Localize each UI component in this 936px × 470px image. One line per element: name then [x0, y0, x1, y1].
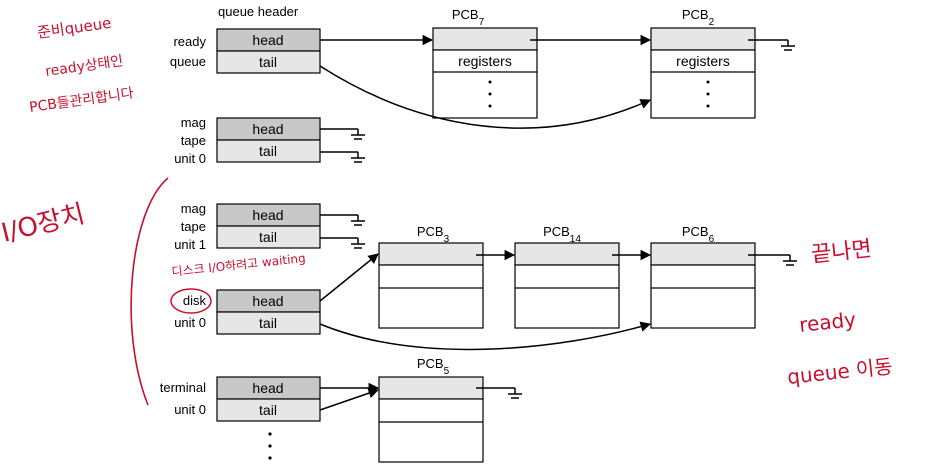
pcb-pointer-cell — [514, 242, 620, 266]
disk-note: 디스크 I/O하려고 waiting — [171, 251, 306, 279]
tail-cell — [216, 311, 321, 335]
head-label: head — [252, 207, 283, 223]
queue-label: unit 1 — [174, 237, 206, 252]
tail-label: tail — [259, 229, 277, 245]
ready-note-line2: ready상태인 — [44, 53, 124, 80]
pcb-pointer-cell — [378, 376, 484, 400]
pcb-body — [378, 398, 484, 463]
end-note-line3: queue 이동 — [786, 354, 894, 389]
pcb-3: PCB3 — [378, 224, 484, 329]
queue-label: unit 0 — [174, 315, 206, 330]
registers-label: registers — [458, 53, 512, 69]
ready-note-line3: PCB들관리합니다 — [28, 85, 134, 115]
queue-label: mag — [181, 201, 206, 216]
tail-label: tail — [259, 143, 277, 159]
head-label: head — [252, 380, 283, 396]
ground-icon — [476, 387, 522, 399]
arrow-terminal-tail-to-pcb5 — [319, 388, 379, 411]
queue-label: queue — [170, 54, 206, 69]
pointer-arrows — [319, 34, 652, 411]
ready-note-line1: 준비queue — [36, 14, 112, 42]
more-queues-dots — [268, 432, 272, 460]
tail-label: tail — [259, 402, 277, 418]
queue-label: unit 0 — [174, 151, 206, 166]
pcb-body — [650, 264, 756, 329]
tail-cell — [216, 139, 321, 163]
pcb-6: PCB6 — [650, 224, 756, 329]
pcb-label: PCB6 — [682, 224, 715, 245]
arrow-disk-head-to-pcb3 — [319, 253, 379, 302]
mag-tape-1-queue: mag tape unit 1 head tail — [174, 201, 321, 252]
mag-tape-0-queue: mag tape unit 0 head tail — [174, 115, 321, 166]
pcb-label: PCB2 — [682, 7, 715, 28]
queue-label: unit 0 — [174, 402, 206, 417]
queue-label: mag — [181, 115, 206, 130]
pcb-label: PCB5 — [417, 356, 450, 377]
pcb-label: PCB14 — [543, 224, 581, 245]
arrow-disk-tail-to-pcb6 — [319, 321, 652, 351]
pcb-pointer-cell — [650, 242, 756, 266]
null-pointers — [320, 39, 797, 399]
queue-label: tape — [181, 219, 206, 234]
tail-cell — [216, 50, 321, 74]
pcb-7: PCB7 registers — [432, 7, 538, 119]
ground-icon — [320, 214, 365, 226]
tail-label: tail — [259, 54, 277, 70]
pcb-body — [514, 264, 620, 329]
ground-icon — [320, 151, 365, 163]
arrow-ready-tail-to-pcb2 — [319, 65, 651, 129]
ground-icon — [320, 128, 365, 140]
pcb-pointer-cell — [650, 27, 756, 51]
pcb-2: PCB2 registers — [650, 7, 756, 119]
pcb-body — [650, 49, 756, 119]
terminal-queue: terminal unit 0 head tail — [160, 376, 321, 422]
queue-label: disk — [183, 293, 207, 308]
disk-circle — [170, 288, 212, 314]
ground-icon — [320, 237, 365, 249]
head-label: head — [252, 121, 283, 137]
column-header: queue header — [218, 4, 299, 19]
registers-label: registers — [676, 53, 730, 69]
pcb-body — [432, 49, 538, 119]
pcb-14: PCB14 — [514, 224, 620, 329]
ready-queue: ready queue head tail — [170, 28, 321, 74]
pcb-label: PCB7 — [452, 7, 485, 28]
ground-icon — [748, 39, 795, 51]
disk-queue: disk unit 0 head tail — [174, 289, 321, 335]
pcb-pointer-cell — [432, 27, 538, 51]
pcb-body — [378, 264, 484, 329]
end-note-line2: ready — [798, 307, 857, 337]
tail-label: tail — [259, 315, 277, 331]
pcb-label: PCB3 — [417, 224, 450, 245]
tail-cell — [216, 225, 321, 249]
queue-label: tape — [181, 133, 206, 148]
pcb-pointer-cell — [378, 242, 484, 266]
end-note-line1: 끝나면 — [810, 237, 873, 268]
queue-label: ready — [173, 34, 206, 49]
queue-label: terminal — [160, 380, 206, 395]
head-label: head — [252, 293, 283, 309]
io-bracket — [130, 177, 169, 406]
io-note: I/O장치 — [0, 199, 88, 249]
pcb-5: PCB5 — [378, 356, 484, 463]
head-label: head — [252, 32, 283, 48]
ground-icon — [748, 254, 797, 266]
